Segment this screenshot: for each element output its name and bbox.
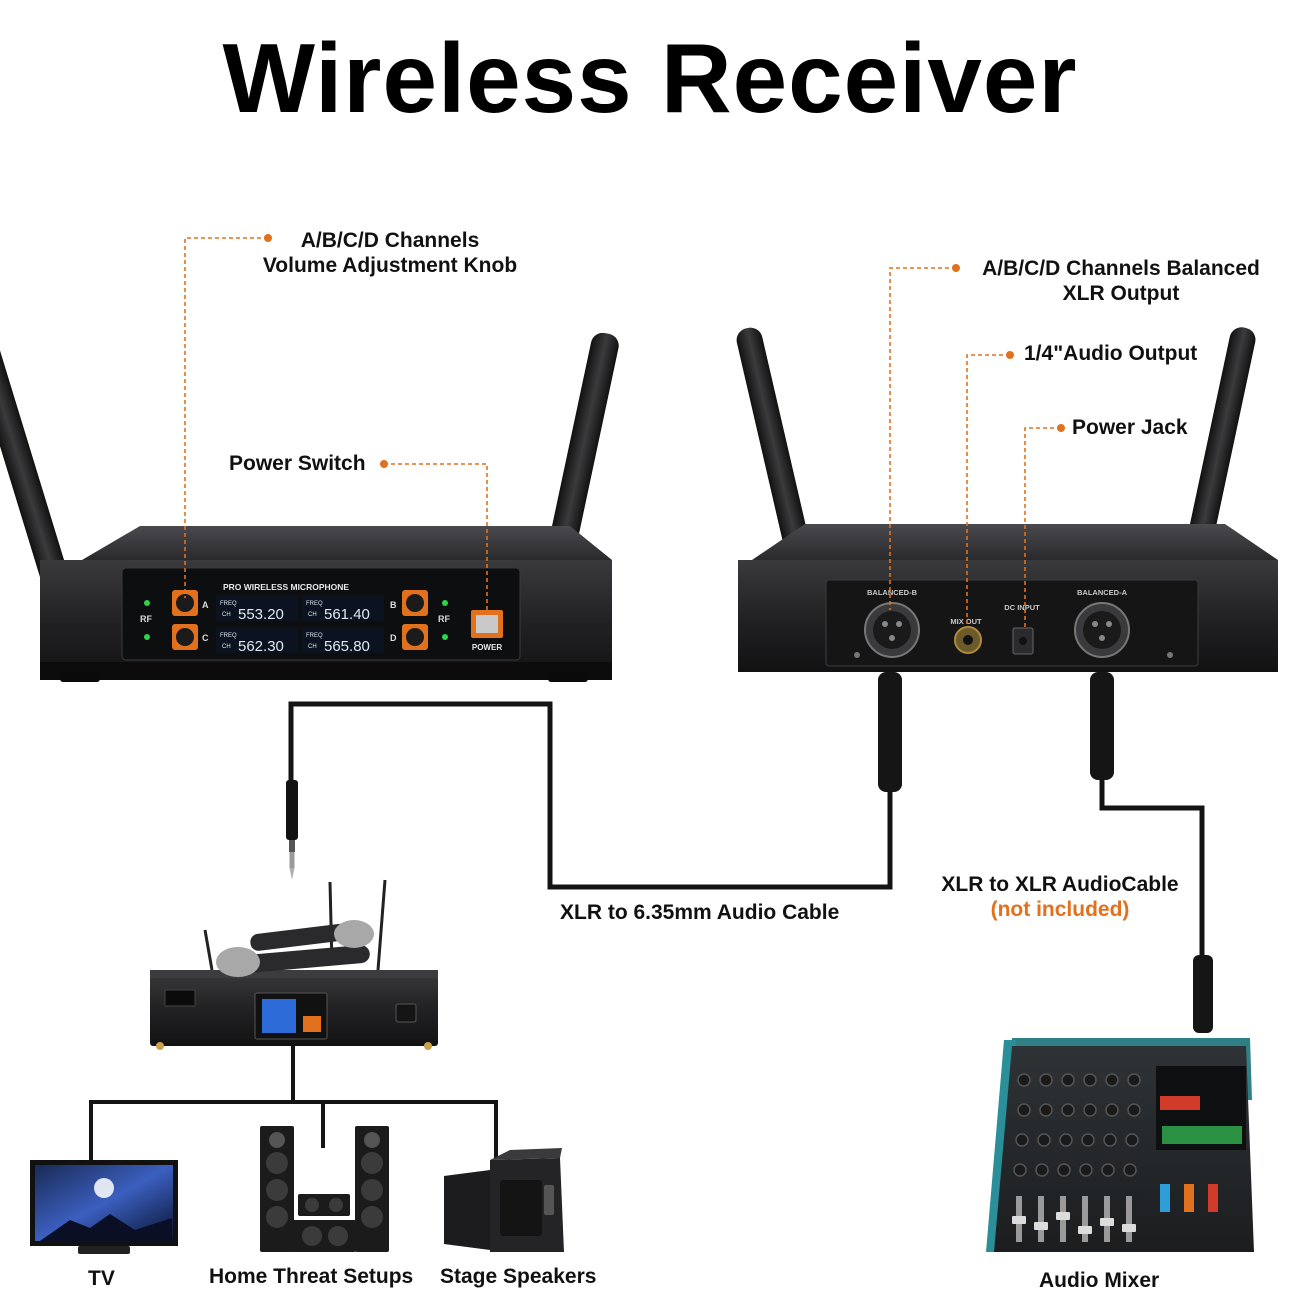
lcd-a bbox=[216, 595, 298, 621]
volume-knob-callout: A/B/C/D Channels Volume Adjustment Knob bbox=[240, 228, 540, 278]
xlr-to-635-cable bbox=[288, 701, 893, 890]
lcd-c-freq: 562.30 bbox=[238, 638, 284, 655]
lcd-c bbox=[216, 627, 298, 653]
lcd-d-freq-word: FREQ bbox=[306, 633, 323, 639]
led-icon bbox=[442, 600, 448, 606]
xlr-output-callout-line1: A/B/C/D Channels Balanced bbox=[982, 257, 1260, 280]
xlr-output-callout-line2: XLR Output bbox=[1062, 282, 1180, 305]
lcd-b-freq: 561.40 bbox=[324, 606, 370, 623]
led-icon bbox=[144, 600, 150, 606]
power-switch-callout: Power Switch bbox=[229, 452, 366, 475]
page-title: Wireless Receiver bbox=[222, 23, 1078, 133]
lcd-b-freq-word: FREQ bbox=[306, 601, 323, 607]
not-included-note: (not included) bbox=[990, 898, 1130, 921]
balanced-b-label: BALANCED-B bbox=[867, 588, 918, 597]
channel-b-letter: B bbox=[390, 600, 397, 610]
lcd-c-ch-word: CH bbox=[222, 644, 231, 650]
lcd-b-ch-word: CH bbox=[308, 612, 317, 618]
audio-output-callout: 1/4"Audio Output bbox=[1024, 342, 1198, 365]
lcd-d-freq: 565.80 bbox=[324, 638, 370, 655]
xlr-635-cable-label: XLR to 6.35mm Audio Cable bbox=[560, 901, 840, 924]
xlr-plug-b bbox=[878, 672, 902, 792]
xlr-plug-a bbox=[1090, 672, 1114, 780]
callout-dots bbox=[264, 234, 1065, 468]
microphone-icon bbox=[250, 920, 374, 951]
lcd-a-freq-word: FREQ bbox=[220, 601, 237, 607]
led-icon bbox=[144, 634, 150, 640]
karaoke-amplifier bbox=[150, 879, 438, 1050]
home-theater-icon bbox=[260, 1126, 389, 1252]
channel-c-letter: C bbox=[202, 633, 209, 643]
lcd-d-ch-word: CH bbox=[308, 644, 317, 650]
home-theater-label: Home Threat Setups bbox=[209, 1265, 414, 1288]
jack-plug bbox=[286, 780, 298, 880]
xlr-xlr-cable-name: XLR to XLR AudioCable bbox=[941, 873, 1179, 896]
output-lines bbox=[89, 1046, 498, 1160]
audio-mixer-label: Audio Mixer bbox=[1039, 1269, 1160, 1292]
lcd-a-ch-word: CH bbox=[222, 612, 231, 618]
volume-knob-callout-line2: Volume Adjustment Knob bbox=[262, 254, 518, 277]
antenna-left bbox=[736, 327, 814, 573]
xlr-output-callout: A/B/C/D Channels Balanced XLR Output bbox=[966, 256, 1276, 306]
microphone-icon bbox=[216, 945, 370, 977]
power-jack-callout: Power Jack bbox=[1072, 416, 1188, 439]
audio-mixer-icon bbox=[986, 1038, 1254, 1252]
lcd-c-freq-word: FREQ bbox=[220, 633, 237, 639]
lcd-a-freq: 553.20 bbox=[238, 606, 284, 623]
rf-right-label: RF bbox=[438, 614, 450, 624]
cables bbox=[288, 701, 1205, 960]
channel-d-letter: D bbox=[390, 633, 397, 643]
antenna-right bbox=[1182, 327, 1256, 573]
tv-icon bbox=[30, 1160, 178, 1254]
lcd-b bbox=[302, 595, 384, 621]
brand-label: PRO WIRELESS MICROPHONE bbox=[223, 582, 349, 592]
lcd-d bbox=[302, 627, 384, 653]
rf-left-label: RF bbox=[140, 614, 152, 624]
volume-knob-callout-line1: A/B/C/D Channels bbox=[300, 229, 480, 252]
front-receiver: PRO WIRELESS MICROPHONE RF RF A C B D FR… bbox=[0, 332, 619, 682]
back-receiver: BALANCED-B MIX OUT DC INPUT BALANCED-A bbox=[736, 327, 1278, 792]
stage-speakers-label: Stage Speakers bbox=[440, 1265, 597, 1288]
led-icon bbox=[442, 634, 448, 640]
mixer-xlr-plug bbox=[1193, 955, 1213, 1033]
stage-speakers-icon bbox=[444, 1148, 564, 1252]
balanced-a-label: BALANCED-A bbox=[1077, 588, 1128, 597]
xlr-to-xlr-cable bbox=[1099, 780, 1205, 960]
callout-lines bbox=[184, 237, 1061, 630]
tv-label: TV bbox=[88, 1267, 115, 1290]
dc-input-label: DC INPUT bbox=[1004, 603, 1040, 612]
channel-a-letter: A bbox=[202, 600, 209, 610]
power-label: POWER bbox=[472, 643, 502, 652]
xlr-xlr-cable-label: XLR to XLR AudioCable (not included) bbox=[920, 872, 1200, 922]
